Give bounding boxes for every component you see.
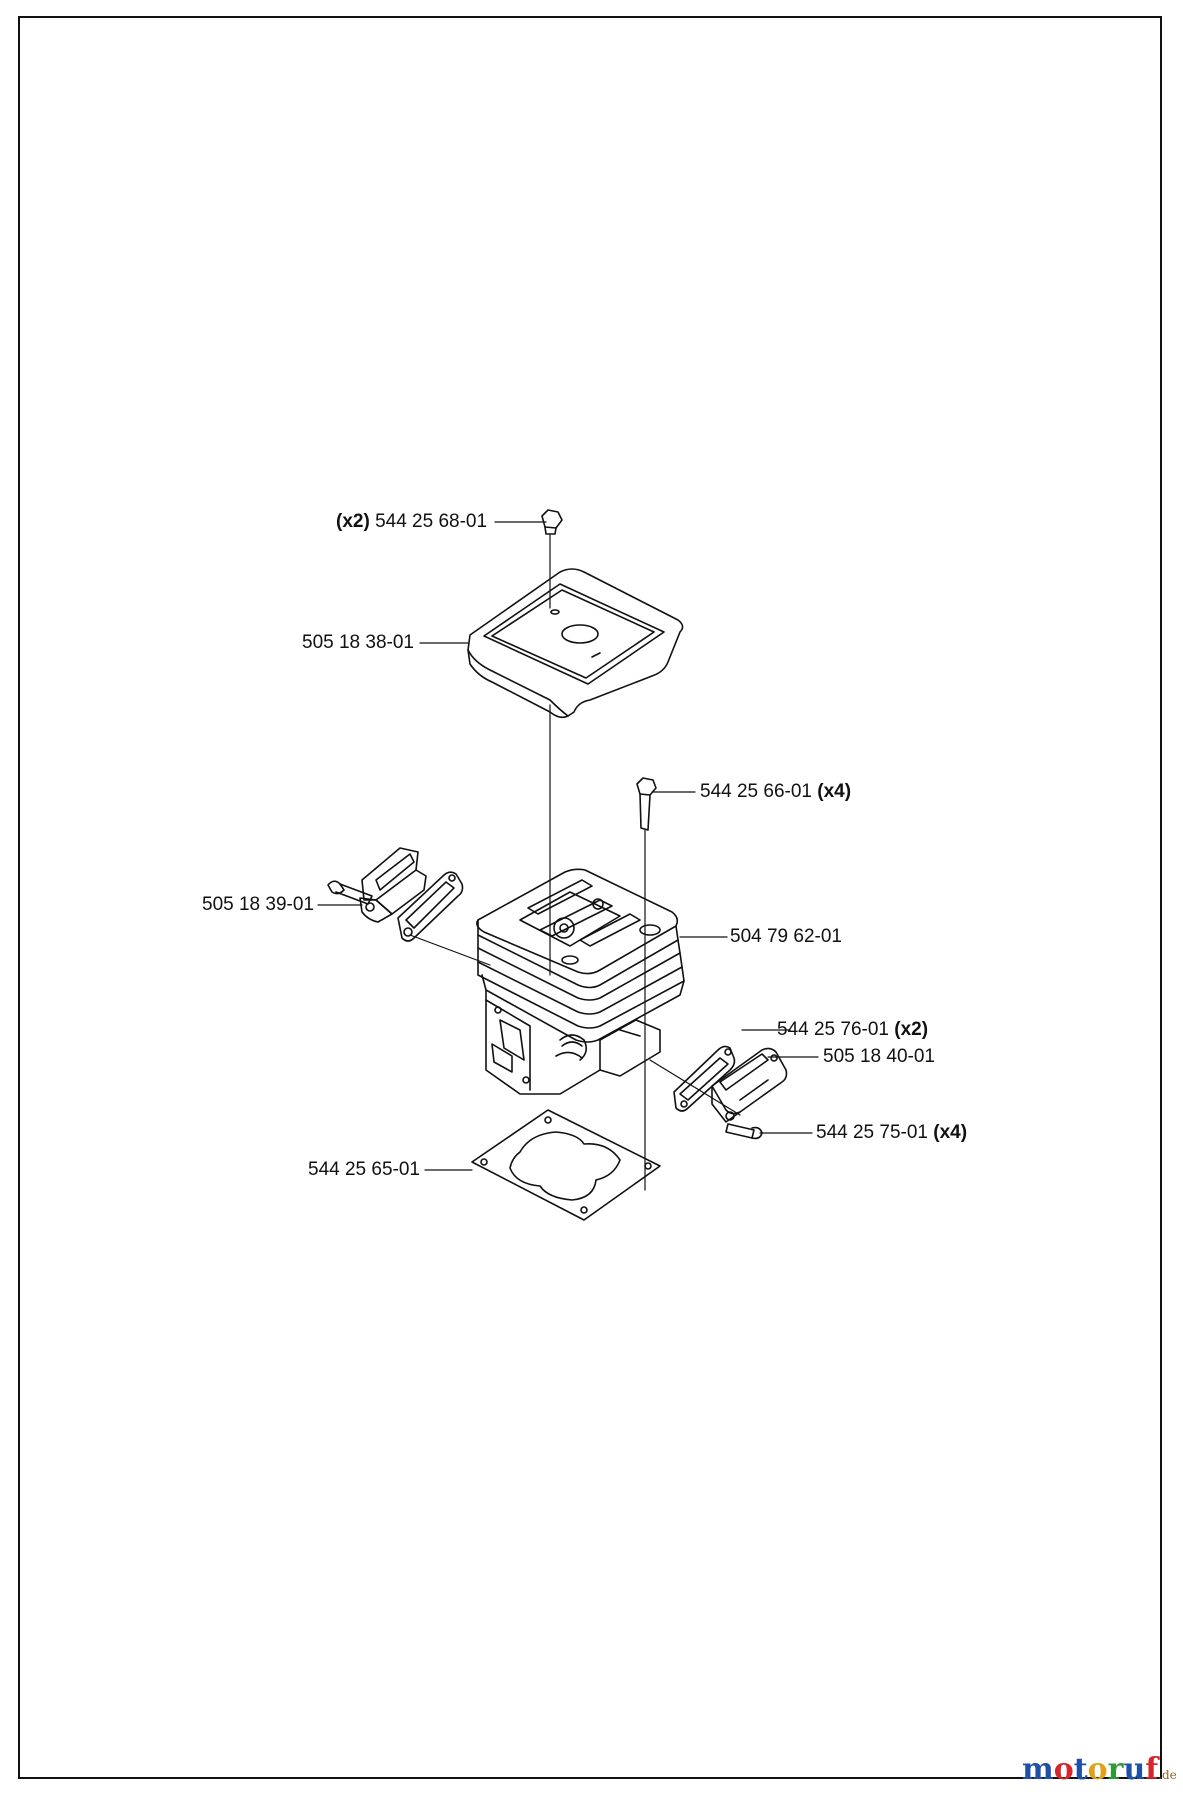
leader-lines (317, 521, 819, 1171)
callout-qty: (x4) (933, 1122, 968, 1143)
screw-544-25-75-01 (725, 1123, 763, 1140)
callout-qty: (x2) (894, 1019, 929, 1040)
gasket-left (397, 871, 464, 942)
cylinder-504-79-62-01 (476, 868, 685, 1095)
watermark-letter: o (1053, 1752, 1074, 1787)
watermark-letters: motoruf (1022, 1752, 1158, 1787)
base-gasket-544-25-65-01 (471, 1109, 661, 1221)
callout-544-25-68-01: (x2) 544 25 68-01 (336, 511, 487, 533)
drawing-frame (18, 16, 1162, 1779)
callout-part-number: 544 25 76-01 (777, 1019, 889, 1040)
callout-part-number: 544 25 66-01 (700, 781, 812, 802)
intake-block-505-18-39-01 (359, 847, 427, 923)
callout-544-25-66-01: 544 25 66-01 (x4) (700, 781, 851, 803)
callout-part-number: 544 25 65-01 (308, 1159, 420, 1180)
callout-part-number: 544 25 68-01 (375, 511, 488, 532)
callout-505-18-39-01: 505 18 39-01 (202, 894, 314, 916)
callout-505-18-40-01: 505 18 40-01 (823, 1046, 935, 1068)
watermark-letter: f (1145, 1752, 1159, 1787)
screw-544-25-66-01 (636, 777, 657, 831)
callout-part-number: 505 18 39-01 (202, 894, 314, 915)
callout-part-number: 505 18 40-01 (823, 1046, 935, 1067)
watermark-letter: r (1107, 1752, 1124, 1787)
intake-block-505-18-40-01 (711, 1047, 788, 1123)
watermark-letter: o (1087, 1752, 1108, 1787)
screw-544-25-68-01 (541, 509, 563, 535)
callout-505-18-38-01: 505 18 38-01 (302, 632, 414, 654)
callout-part-number: 505 18 38-01 (302, 632, 414, 653)
callout-544-25-75-01: 544 25 75-01 (x4) (816, 1122, 967, 1144)
callout-qty: (x4) (817, 781, 852, 802)
watermark-letter: t (1073, 1752, 1088, 1787)
motoruf-watermark-logo: motoruf.de (1022, 1752, 1177, 1787)
gasket-right (673, 1045, 736, 1112)
callout-544-25-65-01: 544 25 65-01 (308, 1159, 420, 1181)
watermark-suffix: .de (1158, 1768, 1177, 1782)
callout-qty: (x2) (336, 511, 370, 532)
callout-part-number: 504 79 62-01 (730, 926, 842, 947)
callout-504-79-62-01: 504 79 62-01 (730, 926, 842, 948)
callout-544-25-76-01: 544 25 76-01 (x2) (777, 1019, 928, 1041)
watermark-letter: m (1022, 1752, 1054, 1787)
cover-plate-505-18-38-01 (467, 568, 684, 719)
watermark-letter: u (1123, 1752, 1146, 1787)
callout-part-number: 544 25 75-01 (816, 1122, 928, 1143)
assembly-axes (409, 534, 741, 1191)
